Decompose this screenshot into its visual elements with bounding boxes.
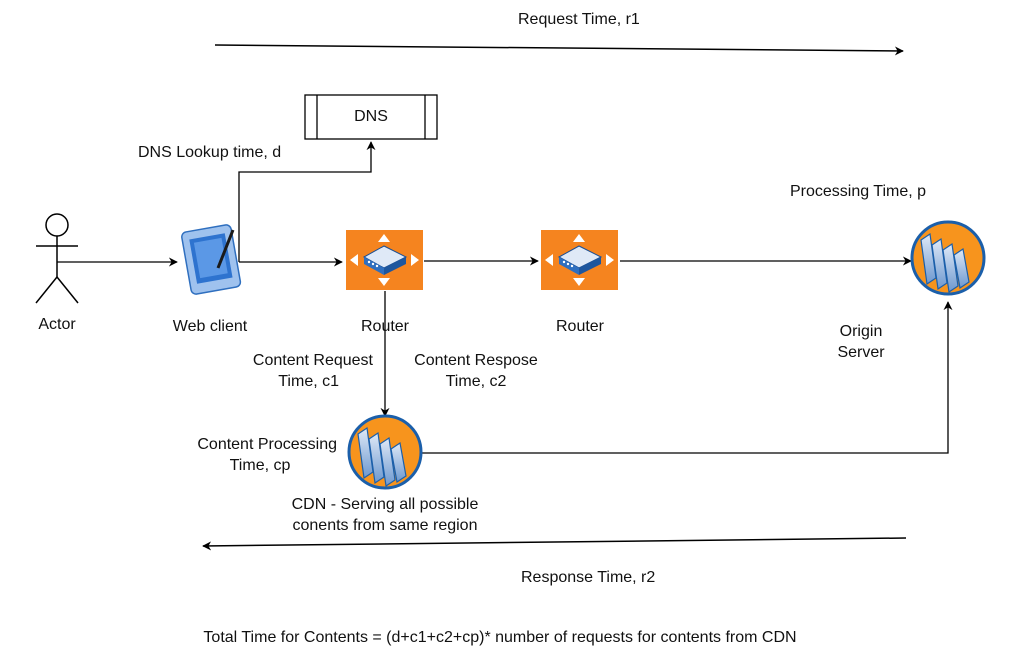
content-response-label-line2: Time, c2 <box>445 373 507 390</box>
router2-label: Router <box>555 318 605 335</box>
server-rack-icon <box>347 414 423 490</box>
dns-label: DNS <box>354 108 388 125</box>
cdn-label-line1: CDN - Serving all possible <box>291 496 479 513</box>
origin-label-line1: Origin <box>839 323 883 340</box>
dns-box <box>304 94 438 140</box>
dns-lookup-connector <box>238 141 376 262</box>
content-processing-label-line1: Content Processing <box>197 436 337 453</box>
response-time-label: Response Time, r2 <box>521 569 656 586</box>
tablet-pen-icon <box>181 224 242 295</box>
server-rack-icon <box>910 220 986 296</box>
content-request-label-line1: Content Request <box>252 352 373 369</box>
router1-label: Router <box>360 318 410 335</box>
actor-label: Actor <box>38 316 76 333</box>
processing-time-label: Processing Time, p <box>790 183 927 200</box>
content-response-label-line1: Content Respose <box>414 352 538 369</box>
total-time-formula: Total Time for Contents = (d+c1+c2+cp)* … <box>203 629 797 646</box>
origin-label-line2: Server <box>837 344 885 361</box>
content-request-label-line2: Time, c1 <box>278 373 339 390</box>
response-time-arrow <box>202 537 907 551</box>
request-time-label: Request Time, r1 <box>518 11 640 28</box>
cdn-label-line2: conents from same region <box>292 517 478 534</box>
stick-figure-icon <box>35 213 79 304</box>
request-time-arrow <box>214 44 904 56</box>
router-icon <box>346 230 423 290</box>
web-client-label: Web client <box>172 318 248 335</box>
content-processing-label-line2: Time, cp <box>229 457 291 474</box>
dns-lookup-label: DNS Lookup time, d <box>138 144 282 161</box>
cdn-to-origin-connector <box>421 301 953 454</box>
router-icon <box>541 230 618 290</box>
